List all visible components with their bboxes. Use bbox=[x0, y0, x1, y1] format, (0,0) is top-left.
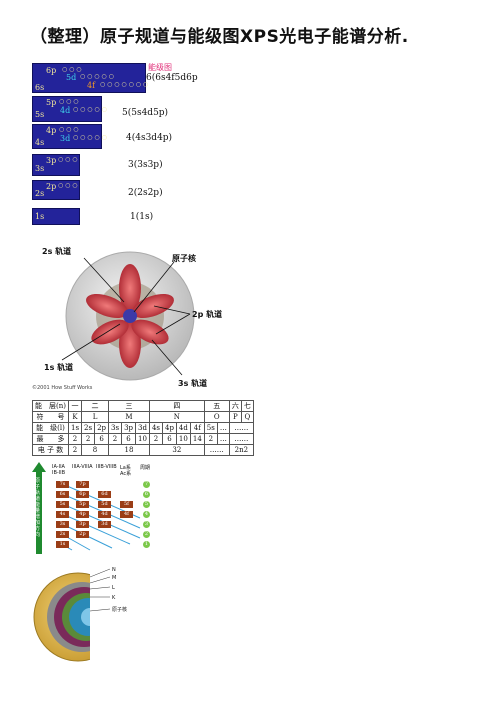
table-row: 能 层(n) 一 二 三 四 五 六 七 bbox=[32, 400, 254, 412]
energy-diagram-label: 能级图 bbox=[148, 63, 172, 72]
energy-row-1: 1s bbox=[32, 208, 80, 225]
table-row: 最 多 2 2 6 2 6 10 2 6 10 14 2 … …… bbox=[32, 433, 254, 445]
shell-table: 能 层(n) 一 二 三 四 五 六 七 符 号 K L M N O P Q 能… bbox=[32, 400, 254, 456]
energy-row-6: 6p ○ ○ ○ 5d ○ ○ ○ ○ ○ 4f ○ ○ ○ ○ ○ ○ ○ 6… bbox=[32, 63, 148, 93]
diagonal-arrows bbox=[57, 481, 141, 551]
table-row: 符 号 K L M N O P Q bbox=[32, 411, 254, 423]
shell-illustration bbox=[33, 565, 130, 665]
table-row: 能 级(l) 1s 2s 2p 3s 3p 3d 4s 4p 4d 4f 5s … bbox=[32, 422, 254, 434]
arrow-up-icon bbox=[32, 462, 46, 554]
page-title: （整理）原子规道与能级图XPS光电子能谱分析. bbox=[30, 27, 409, 47]
energy-row-5: 5p ○ ○ ○ 4d ○ ○ ○ ○ ○ 5s bbox=[32, 96, 107, 122]
credit-text: ©2001 How Stuff Works bbox=[32, 385, 93, 391]
orbital-illustration bbox=[61, 251, 195, 381]
energy-row-2: 2p ○ ○ ○ 2s bbox=[32, 180, 80, 200]
energy-row-4: 4p ○ ○ ○ 3d ○ ○ ○ ○ ○ 4s bbox=[32, 124, 107, 149]
table-row: 电 子 数 2 8 18 32 …… 2n2 bbox=[32, 444, 254, 456]
energy-row-3: 3p ○ ○ ○ 3s bbox=[32, 154, 80, 176]
